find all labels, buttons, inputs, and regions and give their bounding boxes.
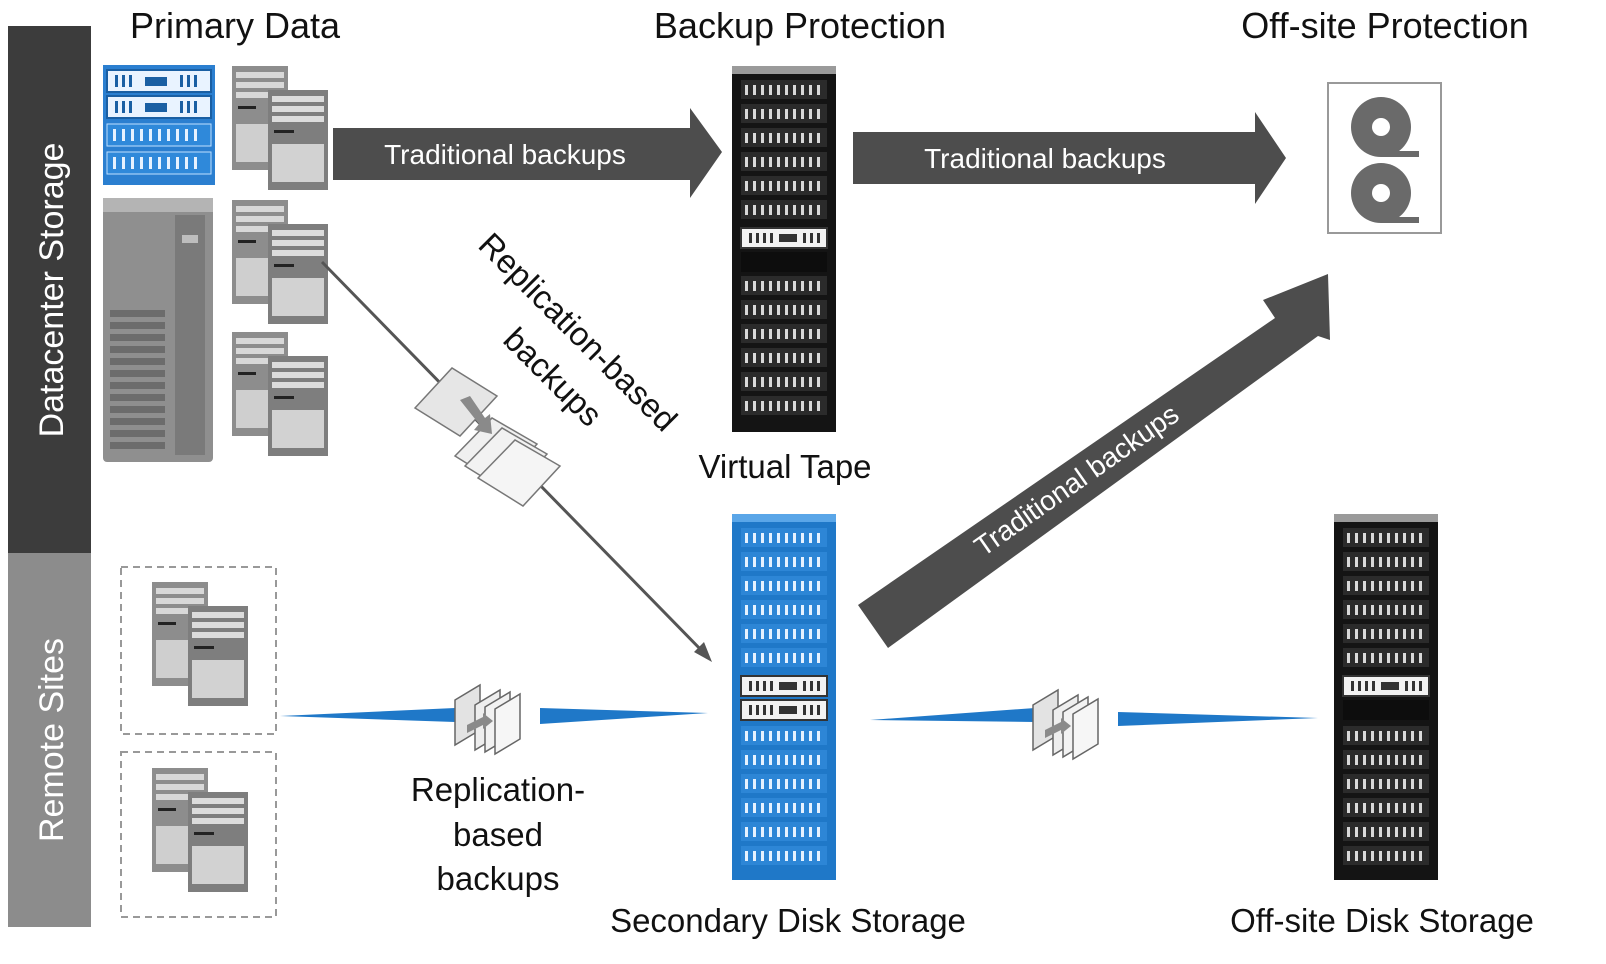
document-copy-icon [413, 367, 562, 507]
traditional-backups-label: Traditional backups [384, 139, 626, 170]
replication-bottom-line1: Replication- [411, 771, 585, 808]
mainframe-icon [103, 198, 213, 462]
storage-array-icon [103, 65, 215, 185]
arrowhead-icon [694, 642, 712, 662]
virtual-tape-label: Virtual Tape [698, 448, 871, 485]
offsite-disk-storage-label: Off-site Disk Storage [1230, 902, 1534, 939]
disk-rack-icon [1334, 514, 1438, 880]
document-copy-icon [1032, 689, 1099, 760]
remote-site-box [120, 566, 277, 735]
traditional-backups-label: Traditional backups [969, 398, 1185, 562]
backup-protection-header: Backup Protection [654, 5, 946, 46]
server-pair-icon [232, 332, 328, 456]
replication-stream [540, 708, 708, 724]
datacenter-storage-label: Datacenter Storage [33, 143, 71, 438]
disk-rack-icon [732, 514, 836, 880]
traditional-backups-arrow [853, 112, 1286, 204]
remote-sites-bar [8, 553, 91, 927]
replication-bottom-line2: based [453, 816, 543, 853]
traditional-backups-arrow [333, 108, 722, 198]
tape-rack-icon [732, 66, 836, 432]
replication-stream [870, 708, 1035, 722]
server-pair-icon [152, 582, 248, 706]
replication-stream [1118, 712, 1318, 726]
traditional-backups-arrow [858, 274, 1330, 648]
replication-bottom-line3: backups [437, 860, 560, 897]
traditional-backups-label: Traditional backups [924, 143, 1166, 174]
remote-site-box [120, 751, 277, 918]
document-copy-icon [454, 684, 521, 755]
tape-reels-icon [1327, 82, 1442, 234]
primary-data-header: Primary Data [130, 5, 341, 46]
remote-sites-label: Remote Sites [33, 638, 71, 842]
server-pair-icon [232, 66, 328, 190]
secondary-disk-storage-label: Secondary Disk Storage [610, 902, 966, 939]
server-pair-icon [232, 200, 328, 324]
server-pair-icon [152, 768, 248, 892]
datacenter-storage-bar [8, 26, 91, 553]
offsite-protection-header: Off-site Protection [1241, 5, 1528, 46]
replication-stream [280, 708, 455, 722]
